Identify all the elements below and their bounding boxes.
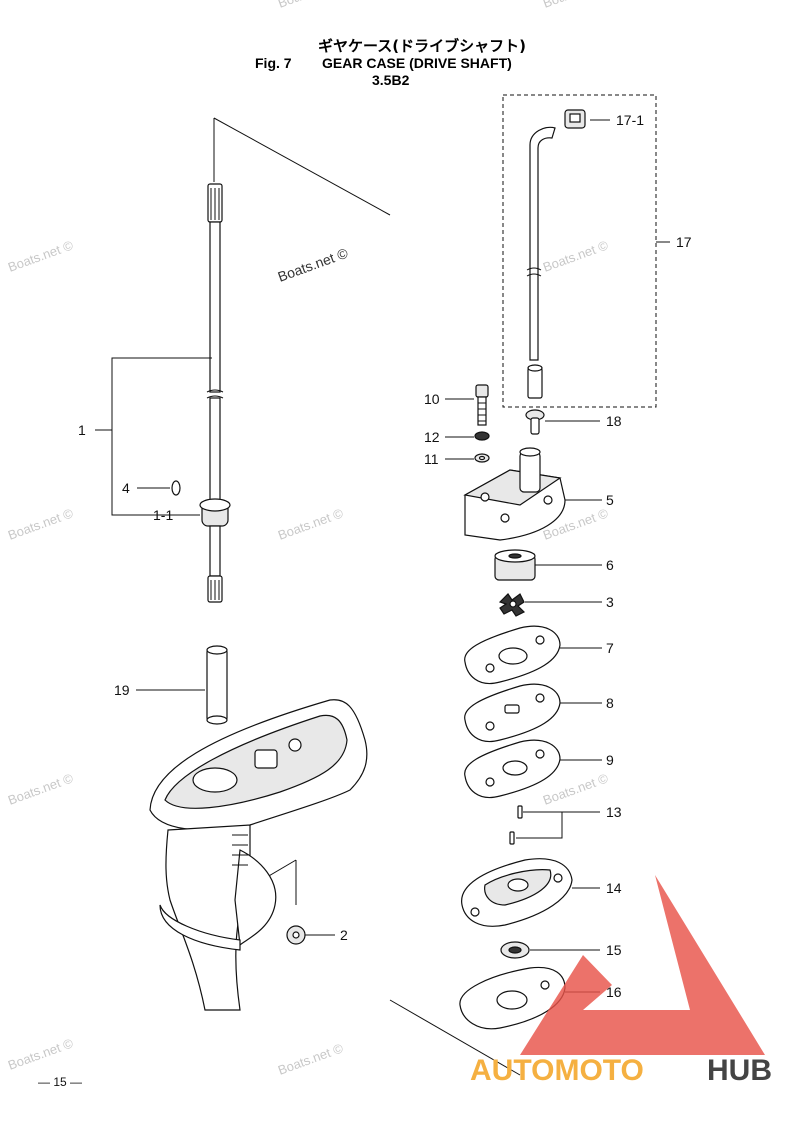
watermark-tile: Boats.net © [541,0,611,11]
plate-part-8 [464,683,561,742]
automotohub-logo: AUTOMOTO HUB [470,875,772,1087]
callout-17-1: 17-1 [616,112,644,128]
gasket-part-7 [464,625,561,684]
callout-12: 12 [424,429,440,445]
gear-case-housing [149,699,368,1011]
outer-plate-part-14 [461,858,573,927]
callout-7: 7 [606,640,614,656]
watermark-tile: Boats.net © [541,237,611,275]
page-number: — 15 — [38,1075,82,1089]
gasket-part-16 [459,966,566,1030]
diagram-header: ギヤケース(ドライブシャフト) Fig. 7 GEAR CASE (DRIVE … [255,37,526,88]
water-tube-part-17 [526,126,556,399]
callout-9: 9 [606,752,614,768]
tube-part-19 [206,645,228,725]
figure-number: Fig. 7 [255,55,292,71]
watermark-tile: Boats.net © [6,237,76,275]
callout-8: 8 [606,695,614,711]
grommet-part-18 [525,409,545,435]
logo-text-automoto: AUTOMOTO [470,1054,644,1087]
callout-labels: 1 1-1 4 19 2 17-1 17 18 10 12 11 5 6 3 7… [78,112,692,1000]
pin-part-4 [171,480,181,496]
assembly-lines [213,117,521,1076]
liner-part-6 [494,549,536,581]
watermark-tile: Boats.net © [276,1040,346,1078]
title-english: GEAR CASE (DRIVE SHAFT) [322,55,512,71]
callout-11: 11 [424,451,439,467]
watermark-main: Boats.net © [276,244,351,284]
callout-18: 18 [606,413,622,429]
drive-shaft [199,183,231,603]
logo-text-hub: HUB [707,1054,772,1087]
washer-part-11 [474,453,490,463]
callout-16: 16 [606,984,622,1000]
callout-6: 6 [606,557,614,573]
callout-10: 10 [424,391,440,407]
callout-2: 2 [340,927,348,943]
bolt-part-10 [475,384,489,426]
dowel-pins-part-13 [509,805,523,845]
watermark-tile: Boats.net © [276,505,346,543]
watermark-tile: Boats.net © [541,770,611,808]
callout-14: 14 [606,880,622,896]
callout-1-1: 1-1 [153,507,173,523]
logo-triangle-icon [520,875,765,1055]
title-japanese: ギヤケース(ドライブシャフト) [318,37,526,55]
callout-13: 13 [606,804,622,820]
callout-1: 1 [78,422,86,438]
group-box-17 [502,94,657,408]
impeller-part-3 [498,593,526,617]
grommet-part-17-1 [564,109,586,129]
callout-19: 19 [114,682,130,698]
callout-15: 15 [606,942,622,958]
pump-housing-part-5 [463,447,566,541]
callout-3: 3 [606,594,614,610]
callout-17: 17 [676,234,692,250]
callout-5: 5 [606,492,614,508]
watermark-tile: Boats.net © [276,0,346,11]
model-code: 3.5B2 [372,72,410,88]
oil-seal-part-15 [500,941,530,959]
gasket-part-9 [464,739,561,798]
watermark-tile: Boats.net © [6,770,76,808]
watermark-tile: Boats.net © [6,505,76,543]
watermark-tile: Boats.net © [6,1035,76,1073]
callout-4: 4 [122,480,130,496]
lock-washer-part-12 [474,431,490,441]
nut-part-2 [286,925,306,945]
